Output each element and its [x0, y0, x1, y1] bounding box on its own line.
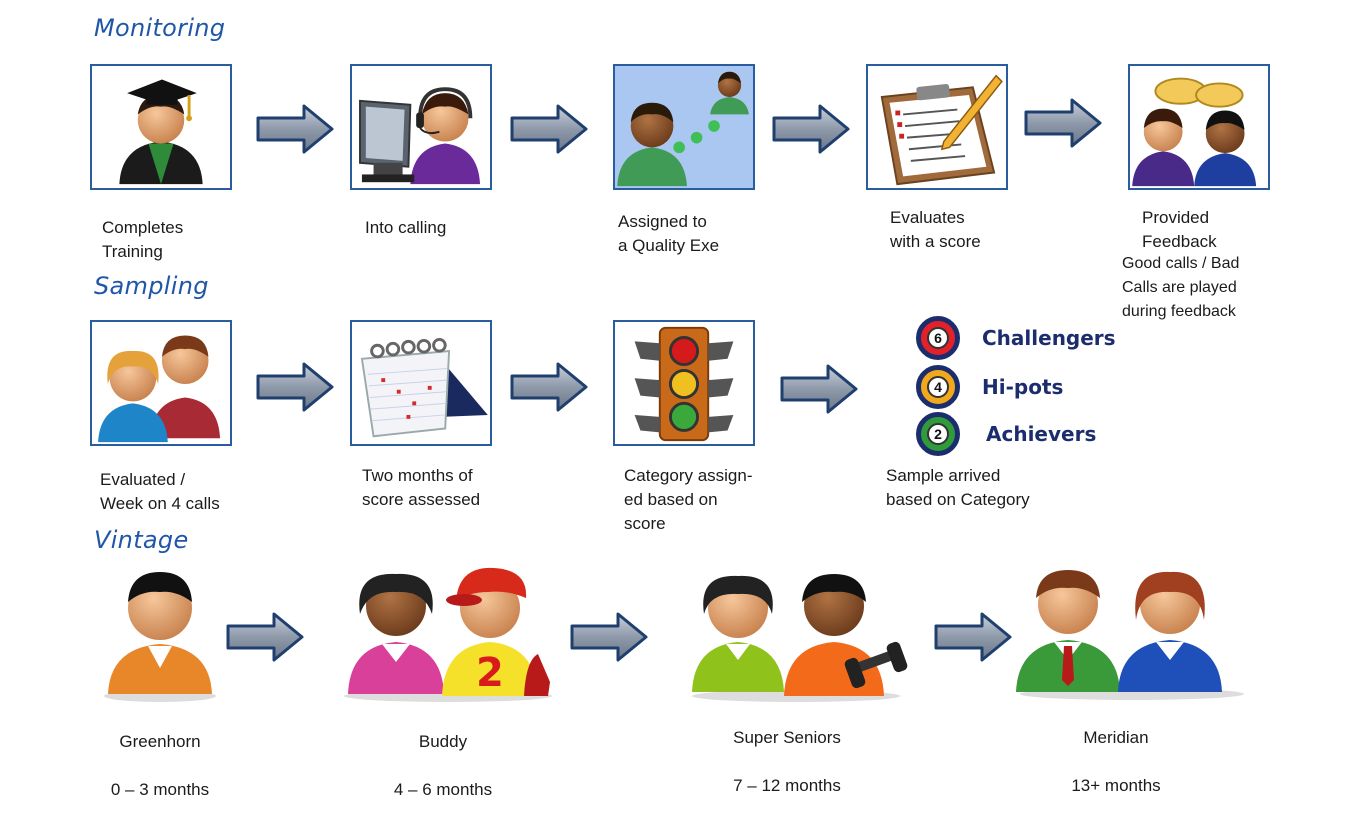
monitoring-step-4	[866, 64, 1008, 190]
arrow-icon	[256, 362, 334, 412]
vintage-stage-meridian: Meridian 13+ months	[1046, 702, 1186, 822]
monitoring-step-3	[613, 64, 755, 190]
sampling-step-3	[613, 320, 755, 446]
meridian-icon	[1016, 570, 1244, 700]
stage-name: Super Seniors	[733, 728, 841, 747]
category-achievers: 2 Achievers	[916, 412, 1096, 456]
monitoring-step-5	[1128, 64, 1270, 190]
stage-name: Meridian	[1083, 728, 1149, 747]
clipboard-icon	[880, 74, 1003, 186]
category-challengers: 6 Challengers	[916, 316, 1116, 360]
arrow-icon	[256, 104, 334, 154]
arrow-icon	[510, 104, 588, 154]
feedback-note: Good calls / Bad Calls are played during…	[1122, 255, 1240, 320]
graduate-icon	[119, 79, 203, 185]
arrow-icon	[780, 364, 858, 414]
vintage-stage-super-seniors: Super Seniors 7 – 12 months	[712, 702, 862, 822]
category-hipots: 4 Hi-pots	[916, 365, 1063, 409]
sampling-title: Sampling	[94, 272, 209, 300]
monitoring-caption-5: Provided Feedback	[1142, 208, 1217, 251]
stage-name: Greenhorn	[119, 732, 201, 751]
monitoring-title: Monitoring	[94, 14, 226, 42]
monitoring-caption-4: Evaluates with a score	[890, 208, 981, 251]
calendar-icon	[360, 337, 488, 438]
vintage-stage-greenhorn: Greenhorn 0 – 3 months	[90, 706, 230, 826]
traffic-light-icon	[634, 326, 734, 442]
categories-caption: Sample arrived based on Category	[886, 466, 1030, 509]
arrow-icon	[772, 104, 850, 154]
svg-text:2: 2	[476, 650, 504, 696]
super-seniors-icon	[692, 574, 908, 702]
greenhorn-icon	[104, 572, 216, 702]
monitoring-step-2	[350, 64, 492, 190]
category-label: Challengers	[982, 326, 1116, 350]
arrow-icon	[510, 362, 588, 412]
category-label: Achievers	[986, 422, 1097, 446]
monitoring-step-1	[90, 64, 232, 190]
stage-range: 7 – 12 months	[733, 776, 841, 795]
people-pair-icon	[98, 335, 221, 443]
arrow-icon	[1024, 98, 1102, 148]
stage-name: Buddy	[418, 732, 468, 751]
stage-range: 4 – 6 months	[393, 780, 493, 799]
buddy-icon: 2	[344, 567, 552, 702]
category-label: Hi-pots	[982, 375, 1064, 399]
feedback-icon	[1132, 77, 1257, 187]
sampling-caption-3: Category assign- ed based on score	[624, 466, 753, 533]
call-agent-icon	[359, 87, 481, 185]
monitoring-caption-3: Assigned to a Quality Exe	[618, 212, 720, 255]
stage-range: 13+ months	[1071, 776, 1161, 795]
arrow-icon	[570, 612, 648, 662]
sampling-caption-1: Evaluated / Week on 4 calls	[100, 470, 220, 513]
category-badge: 4	[916, 365, 960, 409]
sampling-step-2	[350, 320, 492, 446]
category-badge: 6	[916, 316, 960, 360]
quality-exec-icon	[615, 66, 753, 188]
monitoring-caption-2: Into calling	[365, 218, 447, 237]
stage-range: 0 – 3 months	[110, 780, 210, 799]
sampling-caption-2: Two months of score assessed	[362, 466, 481, 509]
vintage-stage-buddy: Buddy 4 – 6 months	[370, 706, 516, 826]
arrow-icon	[934, 612, 1012, 662]
category-badge: 2	[916, 412, 960, 456]
arrow-icon	[226, 612, 304, 662]
sampling-step-1	[90, 320, 232, 446]
vintage-title: Vintage	[94, 526, 189, 554]
monitoring-caption-1: Completes Training	[102, 218, 184, 261]
